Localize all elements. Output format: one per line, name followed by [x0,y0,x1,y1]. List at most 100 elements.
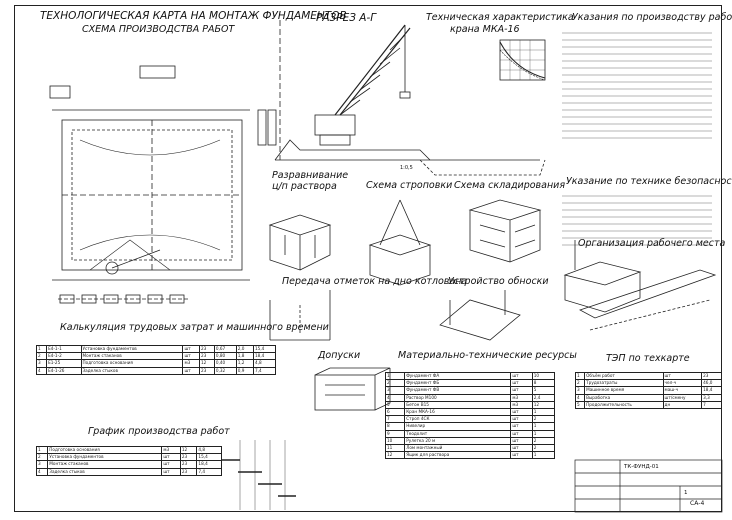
table-cell: 7,4 [252,366,277,375]
table-cell: 2,4 [531,393,556,402]
table-cell: 3,3 [701,393,722,402]
crane-chart [499,39,546,81]
table-cell: 1 [35,445,49,455]
table-cell: 23 [198,344,215,354]
table-cell: шт [510,451,533,460]
table-cell: 15,4 [252,344,277,354]
table-cell: 0,67 [213,344,237,354]
table-cell: 46,0 [701,379,722,388]
table-cell: шт [510,407,533,417]
table-cell: 3 [574,386,586,395]
table-cell: 10 [384,436,406,445]
tolerances-title: Допуски [318,350,361,361]
table-cell: Теодолит [404,429,512,438]
shoring-scheme [439,290,521,341]
table-cell: м3 [161,445,181,455]
table-cell: Е4-1-2 [46,352,82,361]
table-cell: 10 [531,371,556,381]
table-cell: 2 [35,352,48,361]
table-cell: Е1-25 [46,359,82,368]
table-cell: шт [510,443,533,453]
safety-title: Указание по технике безопасности [566,176,732,187]
table-cell: Монтаж стаканов [47,460,163,469]
table-cell: шт [182,352,200,361]
table-cell: 1 [531,451,556,460]
table-cell: Машинное время [584,386,664,395]
table-cell: 4 [35,467,49,476]
table-cell: 1 [531,429,556,438]
table-cell: Нивелир [404,422,512,431]
table-cell: Фундамент ФА [404,371,512,381]
table-cell: шт [182,366,200,375]
table-cell: Трудозатраты [584,379,664,388]
stamp-code: ТК-ФУНД-01 [624,464,659,470]
table-cell: 0,80 [213,352,237,361]
table-cell: 4 [35,366,48,375]
table-cell: Выработка [584,393,664,402]
table-cell: шт/смену [662,393,703,402]
table-cell: 1,8 [235,352,254,361]
table-cell: 1 [384,371,406,381]
table-cell: Рулетка 20 м [404,436,512,445]
tolerances-scheme [314,367,391,411]
table-cell: Бетон В15 [404,400,512,409]
table-cell: 2 [531,436,556,445]
table-cell: 0,40 [213,359,237,368]
table-cell: 2 [384,379,406,388]
crane-model-title: крана МКА-16 [450,24,520,35]
slinging-title: Схема строповки [366,180,453,191]
safety-text [562,195,712,246]
table-cell: Е4-1-1 [46,344,82,354]
table-cell: 6 [384,407,406,417]
table-cell: шт [510,379,533,388]
table-cell: 4,8 [252,359,277,368]
storage-area [49,85,71,99]
table-cell: 23 [179,467,198,476]
crane-section [257,20,546,176]
table-cell: Лом монтажный [404,443,512,453]
table-cell: Раствор М100 [404,393,512,402]
table-cell: 3 [35,460,49,469]
table-cell: 1 [531,422,556,431]
section-title: РАЗРЕЗ А-Г [316,12,377,24]
table-cell: Заделка стыков [80,366,184,375]
table-cell: 1 [574,371,586,381]
crane-char-title: Техническая характеристика [426,12,574,23]
table-cell: Строп 4СК [404,415,512,424]
table-cell: 5 [531,386,556,395]
table-cell: 8 [531,379,556,388]
title-stamp [574,459,723,513]
table-cell: 12 [531,400,556,409]
table-cell: 4,8 [196,445,222,455]
table-cell: 2,0 [235,344,254,354]
slinging-scheme [368,199,432,286]
table-cell: 9 [384,429,406,438]
storage-scheme [468,199,542,263]
table-cell: 18,4 [196,460,222,469]
table-cell: 23 [179,453,198,462]
table-cell: Фундамент ФБ [404,379,512,388]
table-cell: 23 [198,352,215,361]
table-cell: шт [510,386,533,395]
tep-title: ТЭП по техкарте [606,353,690,364]
table-cell: 12 [198,359,215,368]
table-cell: Ящик для раствора [404,451,512,460]
